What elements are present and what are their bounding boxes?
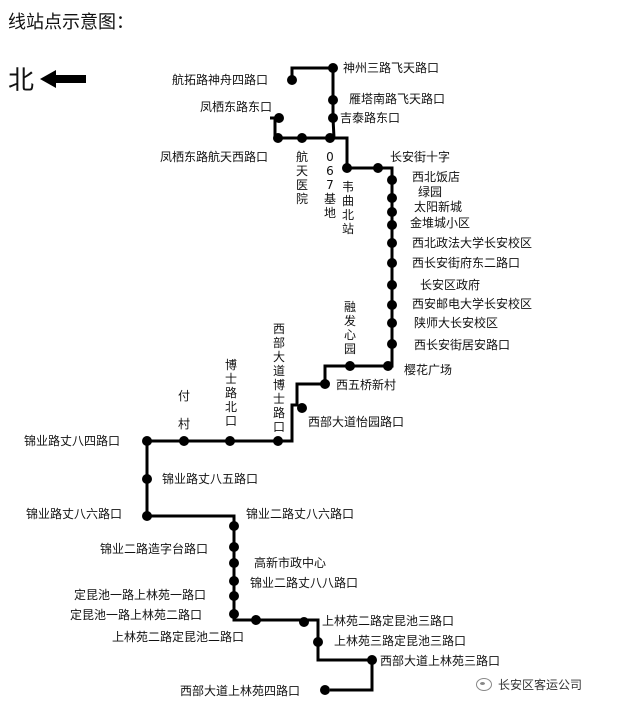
- brand-label: 长安区客运公司: [498, 678, 583, 692]
- station-label: 上林苑二路定昆池三路口: [322, 614, 455, 628]
- station-label: 凤栖东路航天西路口: [160, 150, 269, 164]
- station-label: 陕师大长安校区: [414, 316, 499, 330]
- stop-dot: [387, 280, 397, 290]
- station-label: 锦业路丈八五路口: [162, 472, 259, 486]
- stop-dot: [328, 63, 338, 73]
- stop-dot: [229, 558, 239, 568]
- station-label: 定昆池一路上林苑一路口: [74, 588, 207, 602]
- wechat-icon: [476, 678, 492, 691]
- station-label: 定昆池一路上林苑二路口: [70, 608, 203, 622]
- station-label: 樱花广场: [404, 363, 453, 377]
- station-label: 西部大道博士路口: [272, 322, 285, 434]
- stop-dot: [142, 436, 152, 446]
- stop-dot: [229, 609, 239, 619]
- station-dots: [142, 63, 397, 695]
- stop-dot: [287, 75, 297, 85]
- station-label: 韦曲北站: [341, 180, 354, 236]
- station-label: 付村: [177, 389, 190, 431]
- station-label: 神州三路飞天路口: [343, 61, 440, 75]
- stop-dot: [142, 511, 152, 521]
- stop-dot: [299, 617, 309, 627]
- stop-dot: [367, 655, 377, 665]
- stop-dot: [373, 163, 383, 173]
- station-label: 凤栖东路东口: [200, 100, 273, 114]
- stop-dot: [328, 95, 338, 105]
- station-label: 融发心园: [343, 300, 356, 356]
- brand-watermark: 长安区客运公司: [476, 676, 582, 693]
- station-label: 金堆城小区: [410, 216, 471, 230]
- stop-dot: [387, 220, 397, 230]
- station-label: 太阳新城: [414, 200, 463, 214]
- stop-dot: [387, 238, 397, 248]
- stop-dot: [225, 436, 235, 446]
- station-label: 长安区政府: [420, 278, 481, 292]
- north-label: 北: [8, 66, 35, 96]
- station-label: 锦业二路造字台路口: [100, 542, 209, 556]
- station-label: 上林苑三路定昆池三路口: [334, 634, 467, 648]
- stop-dot: [297, 133, 307, 143]
- station-label: 西五桥新村: [336, 378, 397, 392]
- stop-dot: [273, 133, 283, 143]
- station-label: 067基地: [323, 150, 336, 220]
- stop-dot: [387, 175, 397, 185]
- stop-dot: [320, 685, 330, 695]
- station-label: 西部大道上林苑四路口: [180, 684, 301, 698]
- station-label: 绿园: [418, 185, 443, 199]
- stop-dot: [274, 113, 284, 123]
- station-label: 西北政法大学长安校区: [412, 236, 533, 250]
- station-label: 西部大道上林苑三路口: [380, 654, 501, 668]
- station-label: 西北饭店: [412, 170, 461, 184]
- station-label: 锦业二路丈八八路口: [250, 576, 359, 590]
- north-indicator: 北: [8, 60, 87, 97]
- station-label: 锦业二路丈八六路口: [246, 507, 355, 521]
- stop-dot: [313, 637, 323, 647]
- station-label: 长安街十字: [390, 150, 451, 164]
- stop-dot: [387, 193, 397, 203]
- stop-dot: [328, 113, 338, 123]
- stop-dot: [142, 474, 152, 484]
- station-label: 航天医院: [295, 150, 308, 206]
- stop-dot: [229, 521, 239, 531]
- stop-dot: [273, 436, 283, 446]
- stop-dot: [325, 133, 335, 143]
- stop-dot: [297, 403, 307, 413]
- stop-dot: [387, 318, 397, 328]
- station-label: 雁塔南路飞天路口: [349, 92, 446, 106]
- station-label: 吉泰路东口: [340, 111, 401, 125]
- stop-dot: [179, 436, 189, 446]
- station-label: 锦业路丈八六路口: [26, 507, 123, 521]
- diagram-title: 线站点示意图：: [8, 12, 134, 33]
- stop-dot: [251, 615, 261, 625]
- north-arrow-icon: [40, 69, 87, 88]
- station-label: 博士路北口: [224, 358, 237, 428]
- stop-dot: [229, 542, 239, 552]
- stop-dot: [387, 258, 397, 268]
- stop-dot: [387, 207, 397, 217]
- station-label: 航拓路神舟四路口: [172, 73, 269, 87]
- stop-dot: [342, 163, 352, 173]
- stop-dot: [387, 339, 397, 349]
- stop-dot: [387, 300, 397, 310]
- station-label: 西安邮电大学长安校区: [412, 297, 533, 311]
- stop-dot: [383, 361, 393, 371]
- station-label: 锦业路丈八四路口: [24, 434, 121, 448]
- stop-dot: [229, 591, 239, 601]
- stop-dot: [229, 576, 239, 586]
- station-label: 上林苑二路定昆池二路口: [112, 630, 245, 644]
- station-label: 西长安街居安路口: [414, 338, 511, 352]
- station-label: 西长安街府东二路口: [412, 256, 521, 270]
- stop-dot: [345, 361, 355, 371]
- station-label: 西部大道怡园路口: [308, 415, 405, 429]
- stop-dot: [320, 379, 330, 389]
- station-label: 高新市政中心: [254, 556, 327, 570]
